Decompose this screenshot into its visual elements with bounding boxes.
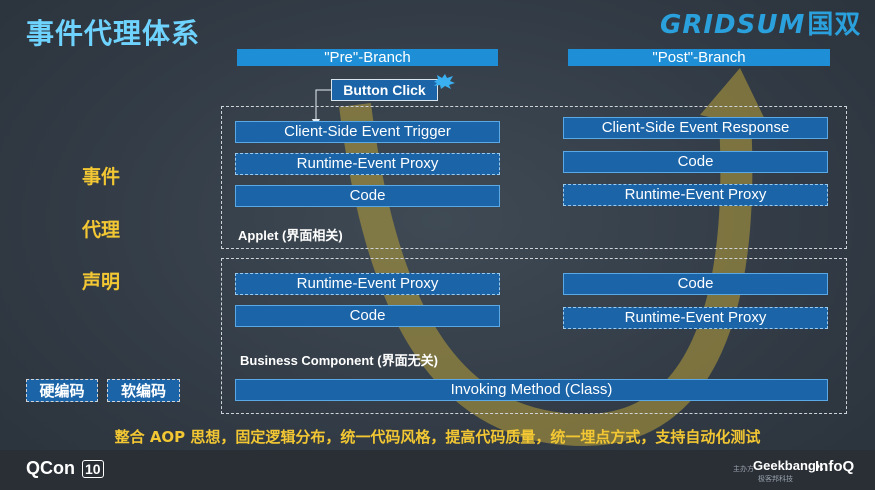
business-left-box-1: Runtime-Event Proxy [235, 273, 500, 295]
side-label-proxy: 代理 [82, 219, 121, 241]
applet-right-box-3: Runtime-Event Proxy [563, 184, 828, 206]
click-burst-icon [434, 74, 455, 89]
business-right-box-1: Code [563, 273, 828, 295]
sponsor-label: 主办方 [733, 466, 754, 473]
logo-latin: GRIDSUM [660, 10, 806, 40]
button-click-box: Button Click [331, 79, 438, 101]
qcon-text: QCon [26, 458, 75, 478]
applet-left-box-3: Code [235, 185, 500, 207]
business-zone [221, 258, 847, 414]
infoq-logo: InfoQ [815, 458, 855, 475]
page-title: 事件代理体系 [26, 17, 201, 50]
geekbang-logo: Geekbang›. [753, 458, 824, 473]
bottom-bar [0, 450, 875, 490]
summary-footer: 整合 AOP 思想，固定逻辑分布，统一代码风格，提高代码质量，统一埋点方式，支持… [114, 428, 761, 446]
logo-chinese: 国双 [807, 10, 862, 40]
applet-left-box-2: Runtime-Event Proxy [235, 153, 500, 175]
gridsum-logo: GRIDSUM国双 [660, 4, 861, 41]
applet-zone [221, 106, 847, 249]
softcode-tag: 软编码 [107, 379, 180, 402]
business-left-box-2: Code [235, 305, 500, 327]
geekbang-subtitle: 极客邦科技 [758, 476, 793, 483]
side-label-declare: 声明 [82, 271, 121, 293]
applet-left-box-1: Client-Side Event Trigger [235, 121, 500, 143]
post-branch-header: "Post"-Branch [568, 49, 830, 66]
pre-branch-header: "Pre"-Branch [237, 49, 498, 66]
applet-label: Applet (界面相关) [238, 228, 343, 243]
side-label-event: 事件 [82, 166, 121, 188]
invoking-method-box: Invoking Method (Class) [235, 379, 828, 401]
business-label: Business Component (界面无关) [240, 353, 438, 368]
applet-right-box-2: Code [563, 151, 828, 173]
qcon-logo: QCon 10 [26, 458, 104, 479]
business-right-box-2: Runtime-Event Proxy [563, 307, 828, 329]
applet-right-box-1: Client-Side Event Response [563, 117, 828, 139]
hardcode-tag: 硬编码 [26, 379, 98, 402]
qcon-ten-mark: 10 [82, 460, 104, 478]
